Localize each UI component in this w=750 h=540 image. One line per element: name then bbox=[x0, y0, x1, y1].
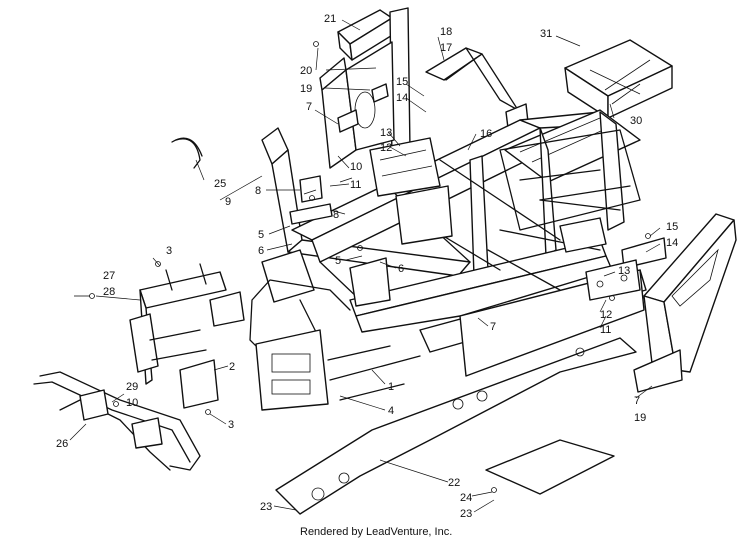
callout-27: 27 bbox=[103, 270, 115, 282]
callout-28: 28 bbox=[103, 286, 115, 298]
leader-lines bbox=[69, 19, 661, 513]
callout-21: 21 bbox=[324, 13, 336, 25]
callout-8b: 8 bbox=[333, 209, 339, 221]
callout-5a: 5 bbox=[258, 229, 264, 241]
skid-plate-insert bbox=[485, 439, 615, 495]
callout-24: 24 bbox=[460, 492, 472, 504]
callout-labels: 21 20 19 7 10 11 25 9 8 8 5 6 5 6 3 27 2… bbox=[56, 13, 678, 520]
callout-18: 18 bbox=[440, 26, 452, 38]
callout-3a: 3 bbox=[166, 245, 172, 257]
diagram-caption: Rendered by LeadVenture, Inc. bbox=[300, 526, 452, 538]
callout-19b: 19 bbox=[634, 412, 646, 424]
callout-29: 29 bbox=[126, 381, 138, 393]
callout-26: 26 bbox=[56, 438, 68, 450]
callout-10b: 10 bbox=[126, 397, 138, 409]
callout-20: 20 bbox=[300, 65, 312, 77]
callout-13b: 13 bbox=[618, 265, 630, 277]
callout-1: 1 bbox=[388, 381, 394, 393]
callout-4: 4 bbox=[388, 405, 394, 417]
roll-bar-bracket bbox=[425, 47, 529, 129]
callout-15a: 15 bbox=[396, 76, 408, 88]
callout-2: 2 bbox=[229, 361, 235, 373]
callout-10: 10 bbox=[350, 161, 362, 173]
callout-8a: 8 bbox=[255, 185, 261, 197]
front-bumper bbox=[33, 371, 201, 471]
callout-17: 17 bbox=[440, 42, 452, 54]
callout-7: 7 bbox=[306, 101, 312, 113]
callout-6b: 6 bbox=[398, 263, 404, 275]
callout-11b: 11 bbox=[600, 324, 611, 336]
callout-23a: 23 bbox=[460, 508, 472, 520]
callout-12a: 12 bbox=[380, 142, 392, 154]
grab-handle bbox=[171, 137, 203, 169]
callout-9: 9 bbox=[225, 196, 231, 208]
callout-25: 25 bbox=[214, 178, 226, 190]
callout-6a: 6 bbox=[258, 245, 264, 257]
callout-23b: 23 bbox=[260, 501, 272, 513]
right-brackets bbox=[585, 237, 667, 301]
callout-14b: 14 bbox=[666, 237, 678, 249]
callout-5b: 5 bbox=[335, 255, 341, 267]
callout-16: 16 bbox=[480, 128, 492, 140]
cargo-box bbox=[564, 39, 673, 119]
callout-19: 19 bbox=[300, 83, 312, 95]
callout-30: 30 bbox=[630, 115, 642, 127]
callout-12b: 12 bbox=[600, 309, 612, 321]
callout-7c: 7 bbox=[634, 395, 640, 407]
right-side-panel bbox=[633, 213, 737, 393]
callout-11: 11 bbox=[350, 179, 361, 191]
callout-13a: 13 bbox=[380, 127, 392, 139]
callout-14a: 14 bbox=[396, 92, 408, 104]
callout-31: 31 bbox=[540, 28, 552, 40]
skid-plate bbox=[275, 337, 637, 515]
front-bumper-mount bbox=[129, 263, 245, 409]
callout-15b: 15 bbox=[666, 221, 678, 233]
callout-7b: 7 bbox=[490, 321, 496, 333]
callout-3b: 3 bbox=[228, 419, 234, 431]
callout-22: 22 bbox=[448, 477, 460, 489]
